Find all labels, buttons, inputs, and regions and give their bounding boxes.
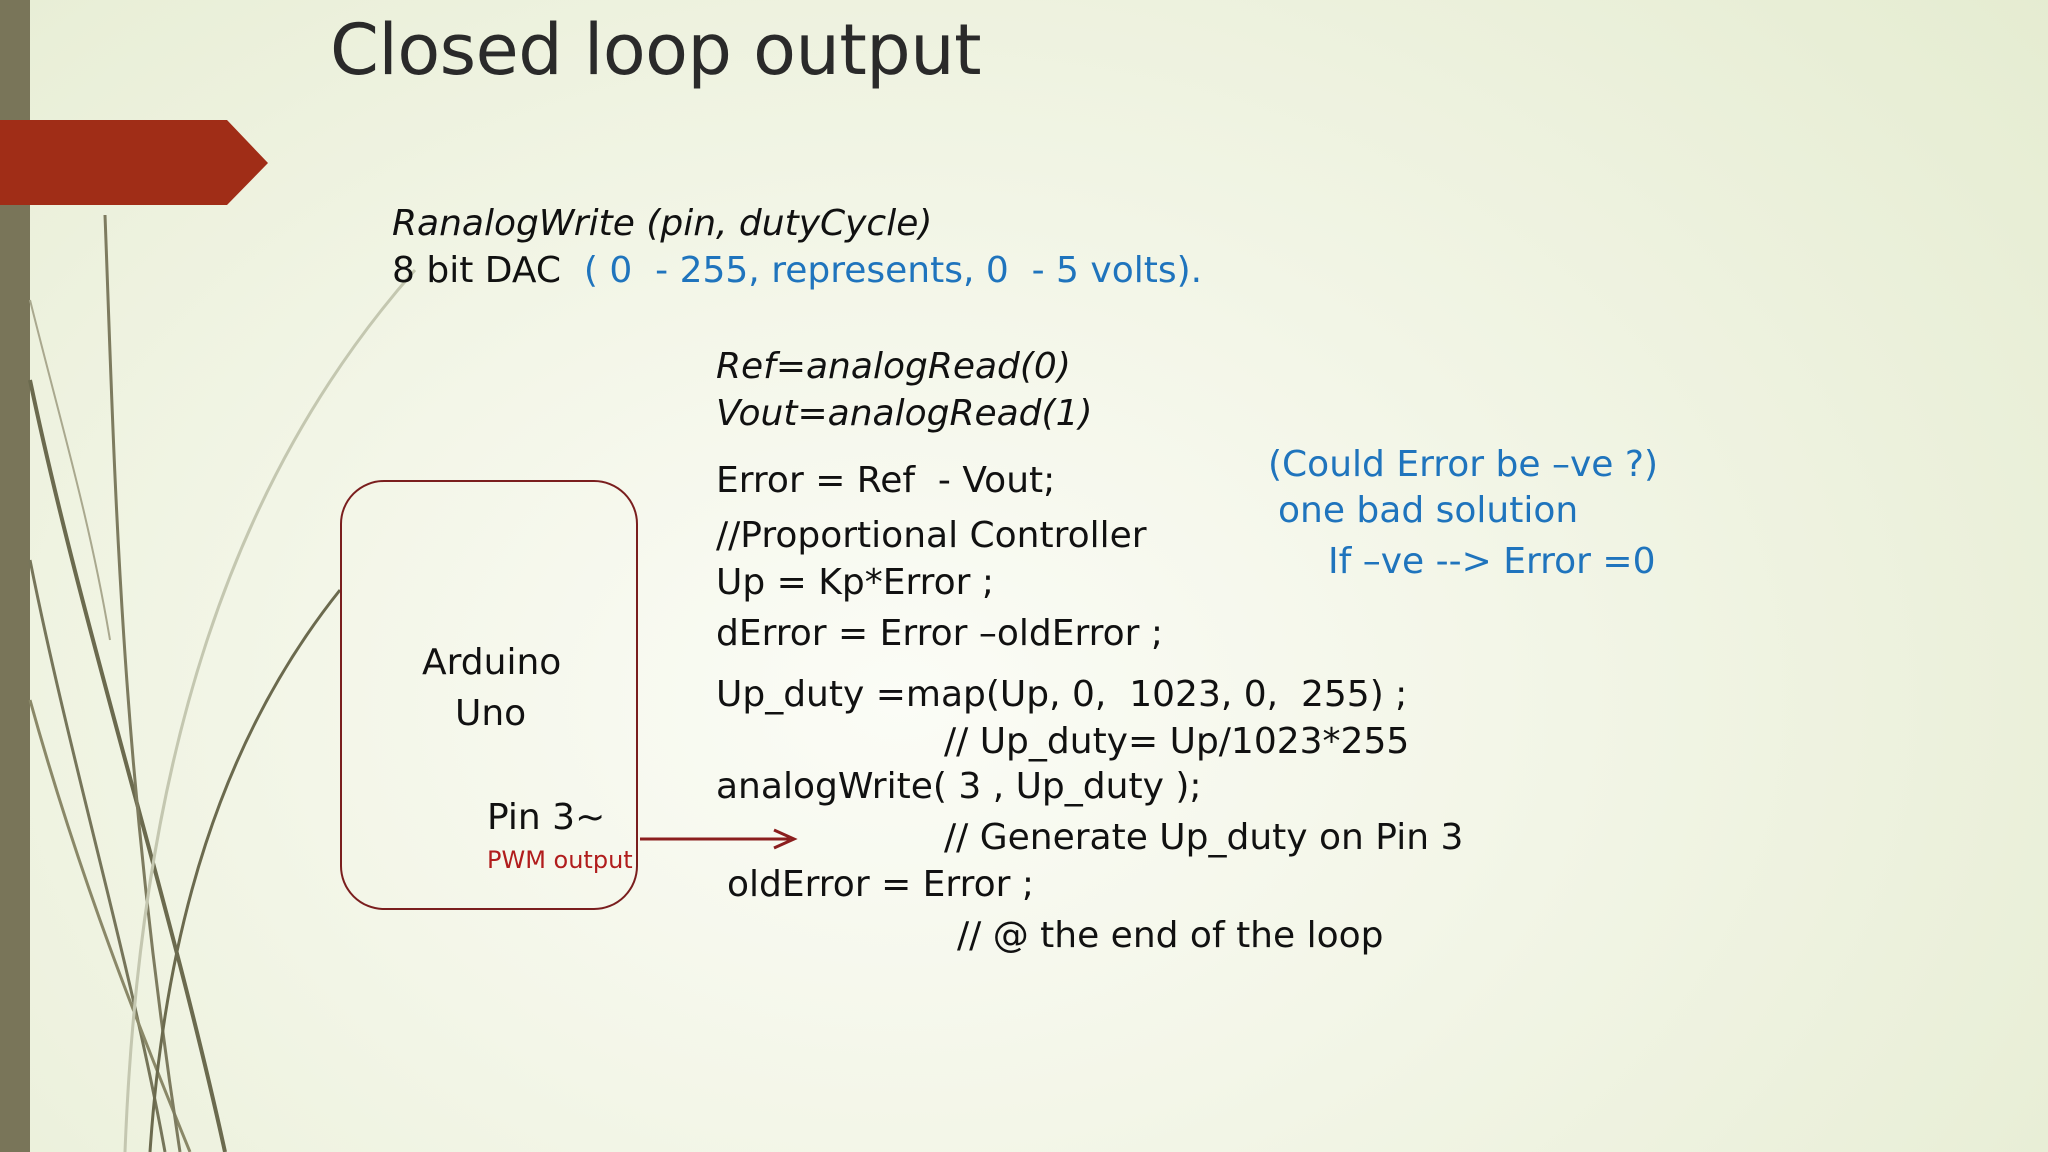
dac-range: ( 0 - 255, represents, 0 - 5 volts).	[583, 250, 1203, 291]
decor-curve-2	[28, 559, 167, 1152]
pin-label: Pin 3~	[487, 797, 606, 838]
map-comment: // Up_duty= Up/1023*255	[944, 721, 1410, 762]
decor-curve-5	[148, 589, 342, 1152]
end-comment: // @ the end of the loop	[957, 915, 1384, 956]
up-line: Up = Kp*Error ;	[716, 562, 995, 603]
pwm-arrow-head	[773, 828, 798, 850]
board-label-line1: Arduino	[422, 642, 562, 683]
dac-label: 8 bit DAC	[392, 250, 561, 291]
old-error-line: oldError = Error ;	[727, 864, 1035, 905]
red-arrow-banner	[0, 120, 268, 205]
ref-line: Ref=analogRead(0)	[716, 346, 1071, 387]
vout-line: Vout=analogRead(1)	[716, 393, 1093, 434]
function-signature: RanalogWrite (pin, dutyCycle)	[392, 203, 933, 244]
pwm-output-label: PWM output	[487, 846, 633, 874]
controller-comment: //Proportional Controller	[716, 515, 1147, 556]
note-rule: If –ve --> Error =0	[1328, 541, 1656, 582]
decor-curve-3	[28, 699, 192, 1152]
board-label-line2: Uno	[455, 693, 527, 734]
write-comment: // Generate Up_duty on Pin 3	[944, 817, 1464, 858]
derror-line: dError = Error –oldError ;	[716, 613, 1164, 654]
error-line: Error = Ref - Vout;	[716, 460, 1056, 501]
arduino-board-box	[340, 480, 638, 910]
decor-curve-6	[123, 269, 417, 1152]
note-solution: one bad solution	[1278, 490, 1579, 531]
decor-curve-4	[103, 214, 182, 1152]
map-line: Up_duty =map(Up, 0, 1023, 0, 255) ;	[716, 674, 1408, 715]
write-line: analogWrite( 3 , Up_duty );	[716, 766, 1202, 807]
dac-line: 8 bit DAC ( 0 - 255, represents, 0 - 5 v…	[392, 253, 1202, 289]
decor-curve-1	[28, 379, 227, 1152]
note-question: (Could Error be –ve ?)	[1268, 444, 1659, 485]
decor-curve-7	[29, 299, 111, 641]
slide-title: Closed loop output	[330, 9, 982, 91]
